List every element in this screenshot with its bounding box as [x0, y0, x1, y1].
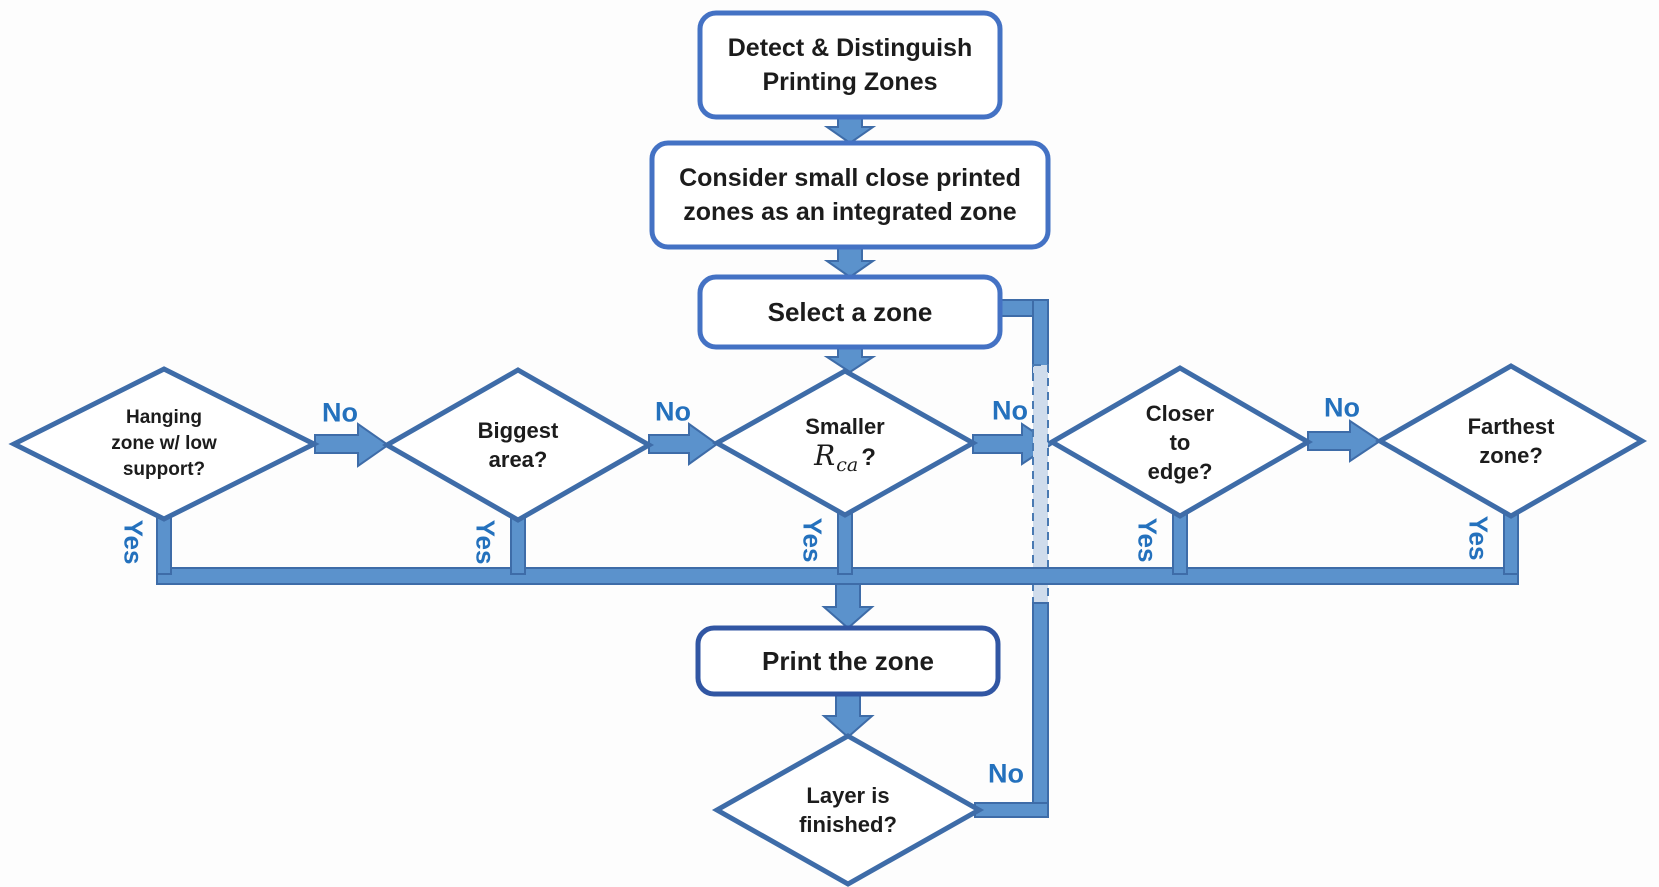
arrow-no-biggest-to-smaller: [648, 422, 719, 466]
yes-label-farthest: Yes: [1463, 515, 1494, 561]
node-detect-zones: [697, 10, 1003, 120]
arrow-no-closer-to-farthest: [1307, 419, 1382, 463]
yes-label-hanging: Yes: [118, 519, 149, 565]
no-label-hanging-biggest: No: [322, 397, 358, 428]
connector-layer-no: [974, 802, 1049, 818]
no-label-layer-loop: No: [988, 758, 1024, 789]
yes-label-biggest: Yes: [470, 519, 501, 565]
yes-stub-biggest: [510, 514, 526, 575]
node-smaller-rca: [711, 368, 979, 518]
loop-line-bottom: [1032, 602, 1049, 818]
no-label-closer-farthest: No: [1324, 392, 1360, 423]
print-zone-label: Print the zone: [762, 646, 934, 676]
yes-stub-smaller: [837, 509, 853, 575]
yes-label-closer: Yes: [1132, 517, 1163, 563]
node-select-zone: [697, 274, 1003, 350]
node-biggest-area: [381, 367, 655, 523]
node-layer-finished: [711, 733, 985, 887]
yes-stub-hanging: [156, 513, 172, 575]
consider-zones-label: Consider small close printed zones as an…: [679, 164, 1021, 226]
detect-zones-label: Detect & Distinguish Printing Zones: [727, 34, 973, 96]
node-consider-zones: [649, 140, 1051, 250]
yes-stub-farthest: [1503, 510, 1519, 575]
select-zone-label: Select a zone: [767, 297, 933, 327]
arrow-bus-to-print: [821, 583, 875, 630]
arrow-consider-to-select: [823, 246, 877, 279]
closer-edge-label: Closer to edge?: [1145, 400, 1215, 484]
arrow-detect-to-consider: [823, 116, 877, 145]
biggest-area-label: Biggest area?: [477, 418, 559, 472]
yes-stub-closer: [1172, 510, 1188, 575]
arrow-print-to-layer: [821, 693, 875, 739]
hanging-zone-label: Hanging zone w/ low support?: [111, 407, 217, 480]
loop-line-top: [1032, 299, 1049, 373]
node-print-zone: [695, 625, 1001, 697]
node-farthest-zone: [1374, 363, 1648, 519]
node-hanging-zone: [8, 366, 320, 522]
arrow-select-to-smaller: [823, 346, 877, 374]
no-label-biggest-smaller: No: [655, 396, 691, 427]
node-closer-edge: [1047, 365, 1313, 519]
no-label-smaller-closer: No: [992, 395, 1028, 426]
arrow-no-hanging-to-biggest: [314, 422, 390, 468]
farthest-zone-label: Farthest zone?: [1467, 414, 1555, 468]
yes-label-smaller: Yes: [797, 517, 828, 563]
layer-finished-label: Layer is finished?: [799, 783, 897, 837]
